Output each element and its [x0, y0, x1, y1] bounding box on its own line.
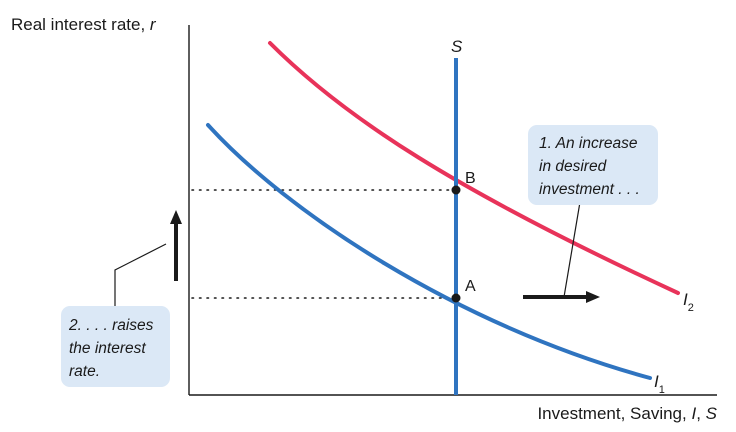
increase-callout-box: [528, 125, 658, 205]
x-axis-title: Investment, Saving, I, S: [537, 404, 717, 423]
equilibrium-point-b: [451, 185, 461, 195]
investment-curve-i2-label: I2: [683, 290, 694, 314]
raises-callout-box: [61, 306, 170, 387]
raises-callout-line-1: 2. . . . raises: [68, 317, 154, 334]
increase-callout-line-2: in desired: [539, 158, 608, 175]
investment-curve-i1: [206, 123, 652, 380]
investment-curve-i2: [268, 41, 680, 295]
increase-callout-pointer: [563, 201, 581, 298]
increase-callout-line-1: 1. An increase: [539, 135, 638, 152]
investment-shift-arrowhead: [586, 291, 600, 303]
saving-curve-label: S: [451, 37, 463, 56]
point-a-label: A: [465, 278, 476, 295]
raises-callout-line-3: rate.: [69, 363, 100, 380]
raises-callout-line-2: the interest: [69, 340, 146, 357]
point-b-label: B: [465, 170, 476, 187]
equilibrium-point-a: [451, 293, 461, 303]
raises-callout-pointer: [114, 243, 167, 306]
investment-curve-i1-label: I1: [654, 372, 665, 396]
interest-rate-rise-arrowhead: [170, 210, 182, 224]
increase-callout-line-3: investment . . .: [539, 181, 640, 198]
y-axis-title: Real interest rate, r: [11, 15, 157, 34]
